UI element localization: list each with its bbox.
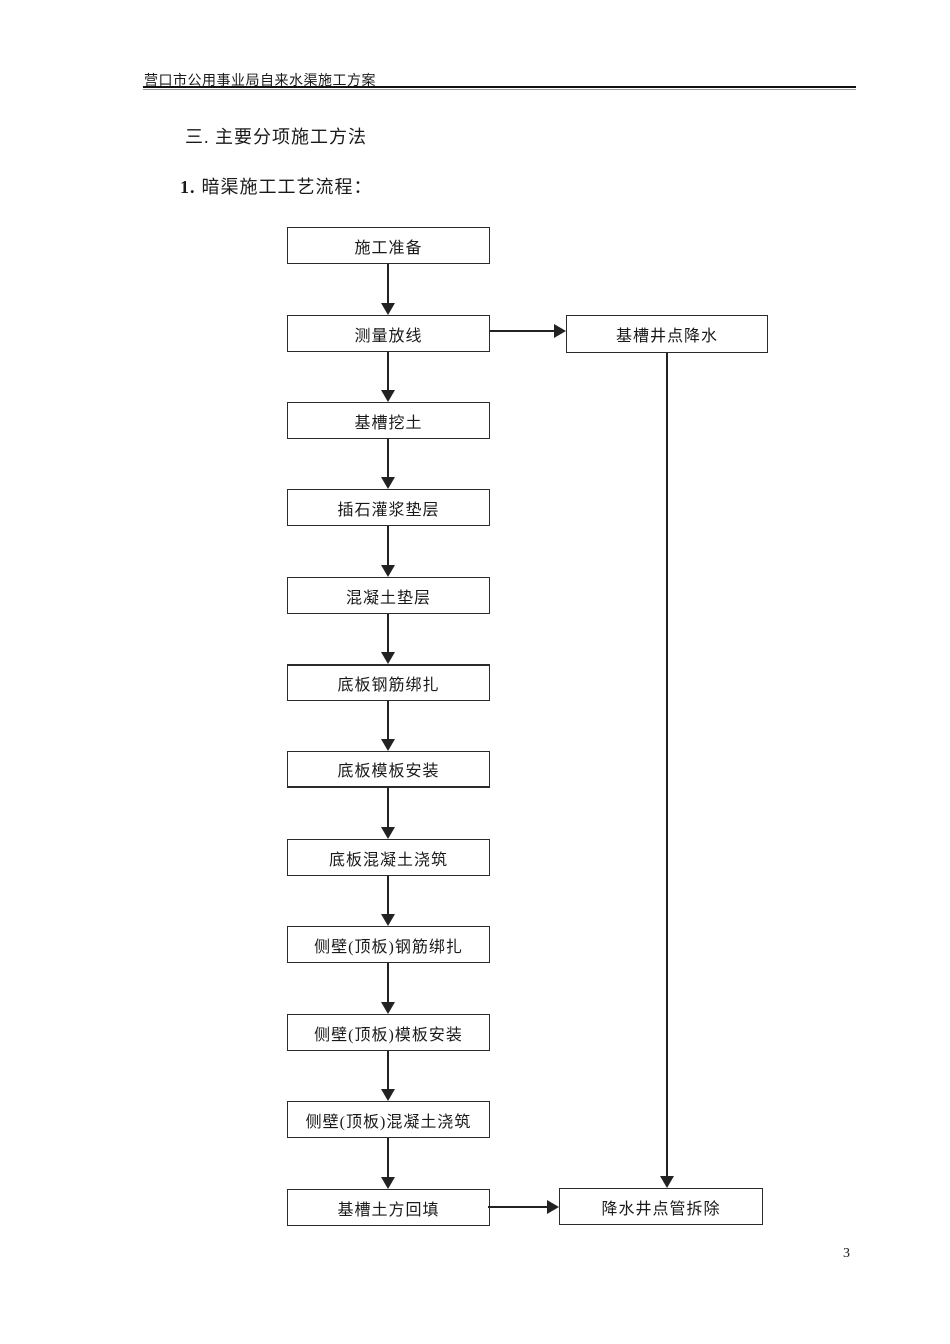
arrowhead-down-icon [660, 1176, 674, 1188]
flow-step-wall-formwork: 侧壁(顶板)模板安装 [287, 1014, 490, 1051]
flow-step-wellpoint-dewatering: 基槽井点降水 [566, 315, 768, 353]
flow-step-wellpoint-removal: 降水井点管拆除 [559, 1188, 763, 1225]
flow-step-bottom-formwork: 底板模板安装 [287, 751, 490, 788]
flow-step-survey-layout: 测量放线 [287, 315, 490, 352]
connector-line [387, 352, 389, 390]
flow-step-wall-concrete: 侧壁(顶板)混凝土浇筑 [287, 1101, 490, 1138]
section-title: 三. 主要分项施工方法 [185, 127, 367, 147]
arrowhead-down-icon [381, 827, 395, 839]
arrowhead-down-icon [381, 303, 395, 315]
connector-line [387, 876, 389, 914]
subsection-text: 暗渠施工工艺流程： [201, 177, 373, 197]
flow-step-concrete-cushion: 混凝土垫层 [287, 577, 490, 614]
flow-step-bottom-concrete: 底板混凝土浇筑 [287, 839, 490, 876]
connector-line [387, 526, 389, 565]
arrowhead-down-icon [381, 652, 395, 664]
arrowhead-right-icon [547, 1200, 559, 1214]
flow-step-backfill: 基槽土方回填 [287, 1189, 490, 1226]
header-rule [143, 86, 856, 90]
flow-step-bottom-rebar: 底板钢筋绑扎 [287, 664, 490, 701]
connector-line [490, 330, 554, 332]
connector-line [387, 1051, 389, 1089]
arrowhead-down-icon [381, 390, 395, 402]
connector-line [666, 353, 668, 1176]
arrowhead-down-icon [381, 1089, 395, 1101]
flow-step-preparation: 施工准备 [287, 227, 490, 264]
connector-line [387, 614, 389, 652]
connector-line [387, 264, 389, 303]
arrowhead-down-icon [381, 1177, 395, 1189]
flow-step-wall-rebar: 侧壁(顶板)钢筋绑扎 [287, 926, 490, 963]
connector-line [488, 1206, 547, 1208]
arrowhead-down-icon [381, 914, 395, 926]
arrowhead-down-icon [381, 1002, 395, 1014]
subsection-title: 1.暗渠施工工艺流程： [180, 173, 373, 199]
flow-step-trench-excavation: 基槽挖土 [287, 402, 490, 439]
arrowhead-down-icon [381, 739, 395, 751]
connector-line [387, 701, 389, 739]
connector-line [387, 963, 389, 1002]
flow-step-stone-grout-cushion: 插石灌浆垫层 [287, 489, 490, 526]
arrowhead-right-icon [554, 324, 566, 338]
page-number: 3 [843, 1246, 850, 1261]
arrowhead-down-icon [381, 565, 395, 577]
connector-line [387, 1138, 389, 1177]
subsection-number: 1. [180, 177, 196, 197]
connector-line [387, 788, 389, 827]
arrowhead-down-icon [381, 477, 395, 489]
connector-line [387, 439, 389, 477]
header-title: 营口市公用事业局自来水渠施工方案 [144, 74, 376, 89]
